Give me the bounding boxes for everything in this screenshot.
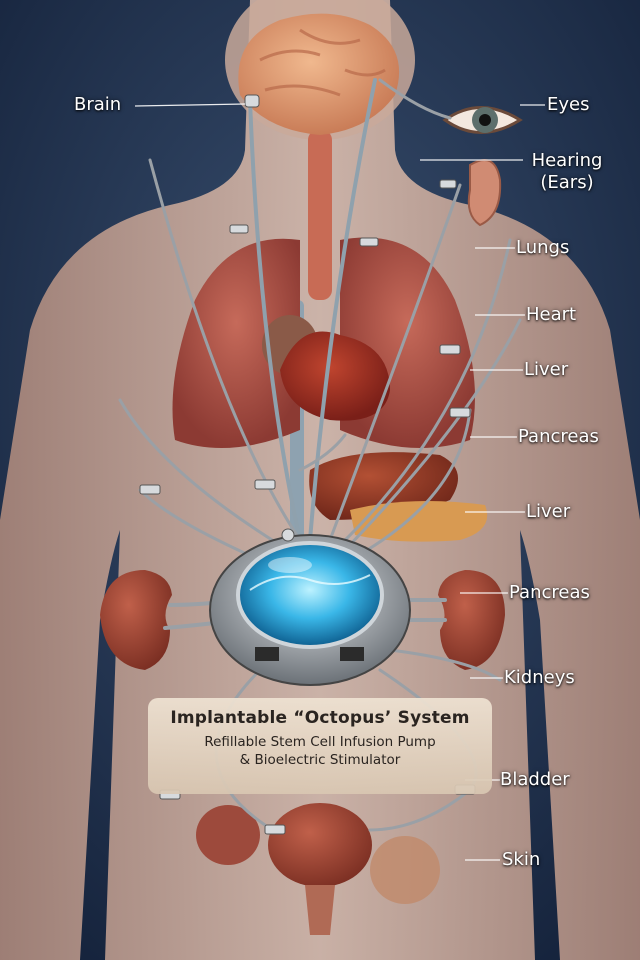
label-bladder: Bladder	[500, 769, 570, 790]
label-lungs: Lungs	[516, 237, 570, 258]
caption-title: Implantable “Octopus’ System	[170, 708, 470, 728]
label-brain: Brain	[74, 94, 122, 115]
caption-subtitle-line2: & Bioelectric Stimulator	[239, 751, 401, 768]
caption-subtitle-line1: Refillable Stem Cell Infusion Pump	[204, 734, 436, 750]
label-hearing: Hearing (Ears)	[524, 150, 610, 193]
label-eyes: Eyes	[547, 94, 590, 115]
label-liver-upper: Liver	[524, 359, 569, 380]
label-liver-lower: Liver	[526, 501, 571, 522]
label-hearing-line1: Hearing	[531, 150, 603, 171]
label-pancreas-upper: Pancreas	[518, 426, 599, 447]
label-heart: Heart	[526, 304, 577, 325]
label-kidneys: Kidneys	[504, 667, 575, 688]
label-pancreas-lower: Pancreas	[509, 582, 590, 603]
label-hearing-line2: (Ears)	[540, 171, 594, 193]
caption-subtitle: Refillable Stem Cell Infusion Pump & Bio…	[150, 734, 490, 769]
system-caption: Implantable “Octopus’ System Refillable …	[150, 708, 490, 769]
label-skin: Skin	[502, 849, 541, 870]
